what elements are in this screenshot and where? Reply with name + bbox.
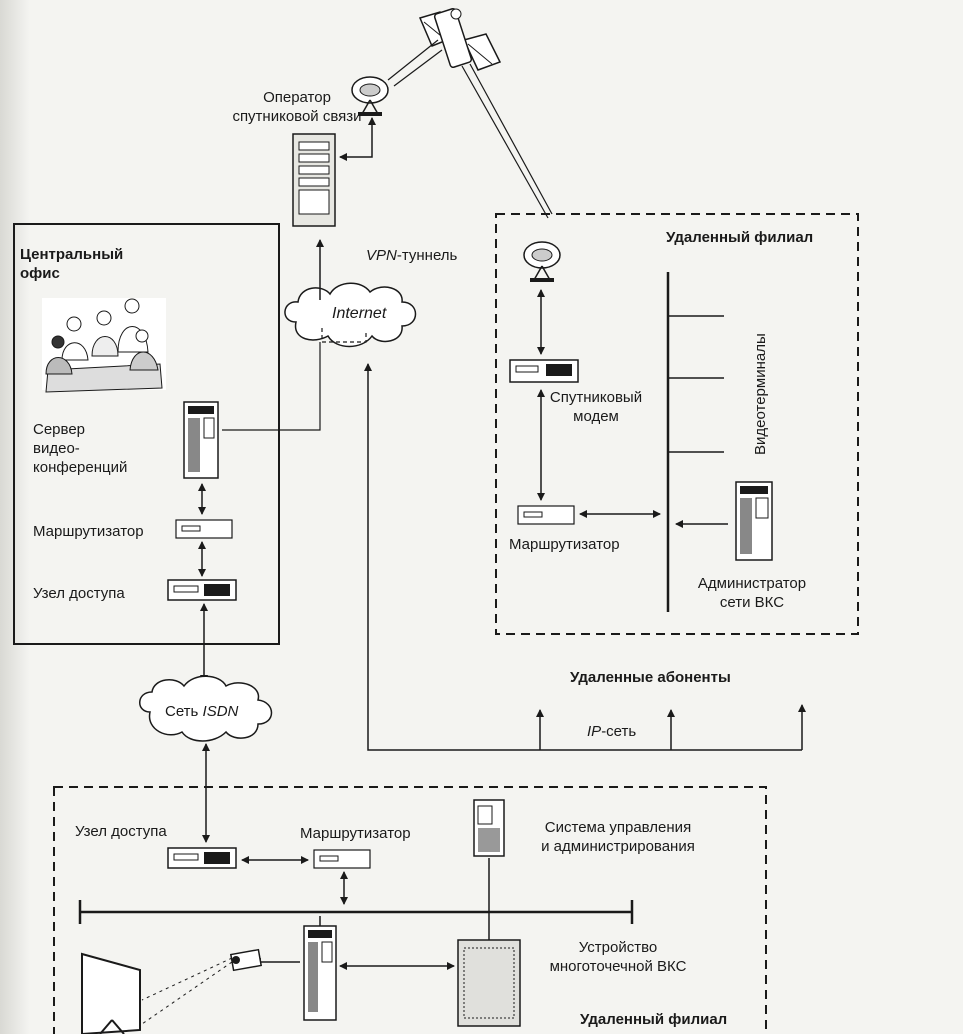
mcu-icon [457,939,521,1027]
sat-modem-label: Спутниковый модем [549,389,643,425]
admin-label: Администратор сети ВКС [697,575,807,611]
isdn-label: Сеть ISDN [165,702,238,721]
isdn-name: ISDN [202,703,239,720]
satellite-modem-icon [509,359,579,383]
isdn-prefix: Сеть [165,703,203,720]
mgmt-label: Система управления и администрирования [541,819,695,855]
access-node-central-label: Узел доступа [33,585,125,602]
central-office-label: Центральный офис [20,246,124,282]
internet-cloud [284,282,417,348]
videoterminals-label: Видеотерминалы [752,333,769,455]
vpn-label: VPN-туннель [366,246,457,265]
remote-router-icon [517,505,575,525]
internet-label: Internet [332,305,387,322]
remote-dish-icon [523,241,561,282]
router-remote-label: Маршрутизатор [509,536,620,553]
central-router-icon [175,519,233,539]
office-people-illustration [42,298,166,393]
access-node-bottom-label: Узел доступа [75,823,167,840]
bottom-server-icon [303,925,337,1021]
operator-rack-icon [292,133,336,227]
remote-branch-bottom-label: Удаленный филиал [580,1011,728,1028]
projection-screen-icon [81,952,141,1034]
router-bottom-label: Маршрутизатор [300,825,411,842]
central-office-box [13,223,280,645]
operator-label: Оператор спутниковой связи [232,89,362,125]
remote-subscribers-label: Удаленные абоненты [570,669,731,686]
admin-server-icon [735,481,773,561]
ip-suffix: -сеть [601,723,637,740]
bottom-access-node-icon [167,847,237,869]
remote-branch-top-box [495,213,859,635]
ip-prefix: IP [587,723,602,740]
central-server-icon [183,401,219,479]
router-central-label: Маршрутизатор [33,523,144,540]
vpn-prefix: VPN [366,247,397,264]
server-label: Сервер видео- конференций [33,421,128,476]
operator-dish-icon [351,76,389,116]
ip-network-label: IP-сеть [587,722,636,741]
remote-branch-top-label: Удаленный филиал [666,229,814,246]
vpn-suffix: -туннель [396,247,458,264]
remote-branch-bottom-box [53,786,767,1034]
bottom-router-icon [313,849,371,869]
mcu-label: Устройство многоточечной ВКС [549,939,687,975]
projector-icon [229,948,263,972]
isdn-cloud [139,675,273,742]
central-access-node-icon [167,579,237,601]
management-workstation-icon [473,799,505,857]
satellite-icon [418,8,502,71]
